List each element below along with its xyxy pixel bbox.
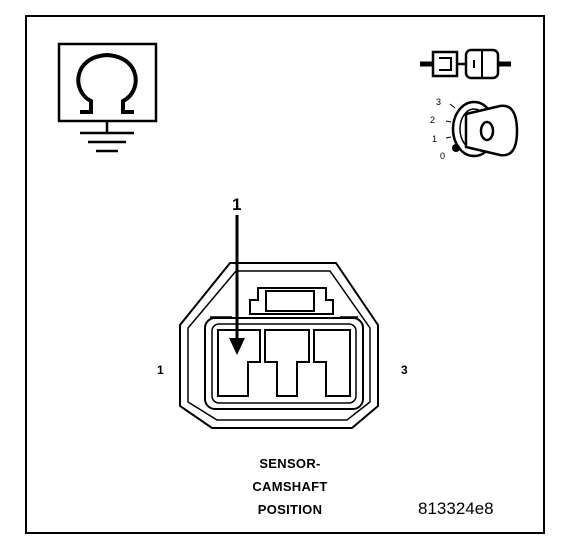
callout-arrow: [229, 215, 245, 355]
connector-outer-shell: [179, 262, 379, 429]
disconnect-connector-icon: [420, 48, 511, 80]
key-position-2: 2: [430, 115, 436, 125]
caption-line-3: POSITION: [257, 502, 323, 517]
pin-cavity-1: [217, 329, 261, 397]
callout-label: 1: [232, 195, 242, 214]
pin-label-left: 1: [157, 363, 164, 377]
connector-inner-shell: [187, 270, 371, 421]
pin-cavity-2: [264, 329, 310, 397]
ohmmeter-ground-icon: [57, 42, 158, 153]
connector-body: [204, 317, 364, 410]
key-position-3: 3: [436, 97, 442, 107]
key-position-0: 0: [440, 151, 446, 161]
ignition-key-icon: [445, 100, 519, 158]
connector-latch: [249, 287, 334, 315]
diagram-frame: [25, 15, 545, 534]
caption-line-2: CAMSHAFT: [252, 479, 328, 494]
caption-line-1: SENSOR-: [259, 456, 321, 471]
connector-face: [179, 262, 379, 429]
pin-label-right: 3: [401, 363, 408, 377]
pin-cavity-3: [313, 329, 351, 397]
key-position-1: 1: [432, 134, 438, 144]
figure-id: 813324e8: [418, 499, 494, 518]
